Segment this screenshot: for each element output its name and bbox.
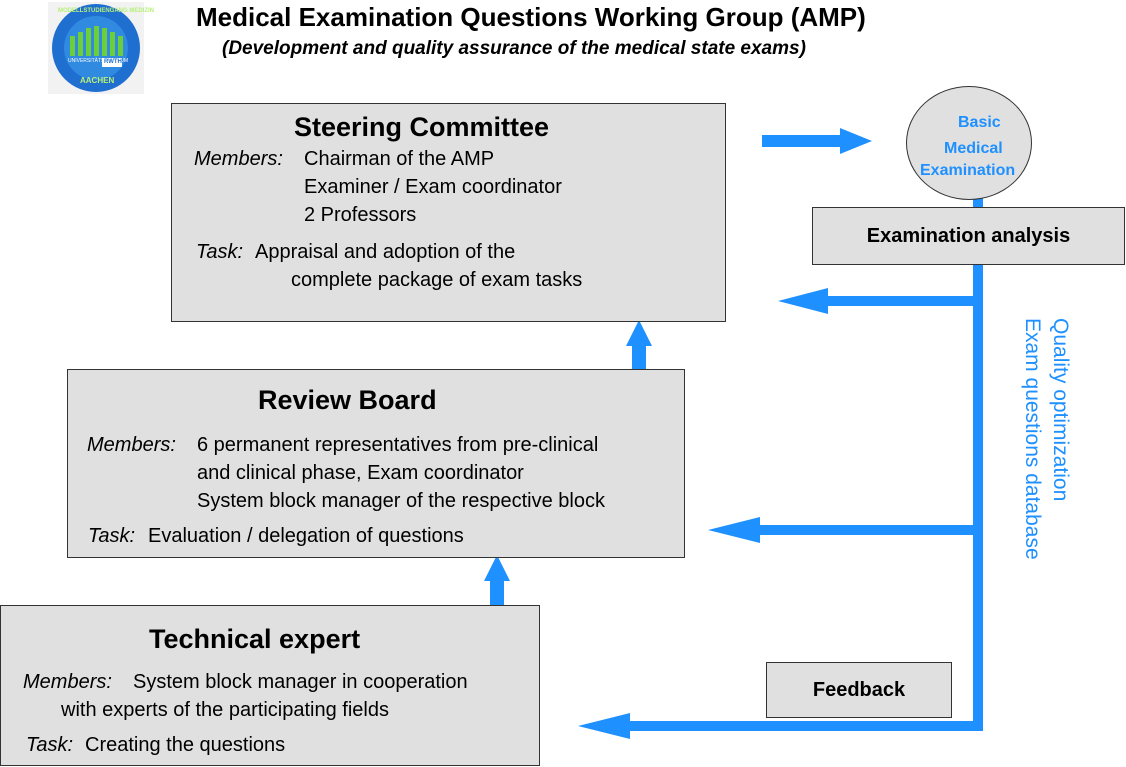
arrow-to-steering xyxy=(805,296,983,306)
steering-task: Appraisal and adoption of the xyxy=(255,241,516,263)
steering-committee-box: Steering Committee Members: Chairman of … xyxy=(171,103,726,322)
exam-circle xyxy=(906,86,1032,200)
arrow-to-expert xyxy=(605,721,983,731)
feedback-box: Feedback xyxy=(766,662,952,718)
review-task: Evaluation / delegation of questions xyxy=(148,525,464,547)
steering-member: 2 Professors xyxy=(304,204,417,226)
expert-task: Creating the questions xyxy=(85,734,286,756)
logo: MODELLSTUDIENGANG MEDIZIN UNIVERSITÄTSKL… xyxy=(48,2,154,94)
arrow-to-exam xyxy=(762,135,846,147)
expert-member: System block manager in cooperation xyxy=(133,671,468,693)
page-subtitle: (Development and quality assurance of th… xyxy=(222,38,806,59)
side-text-database: Exam questions database xyxy=(1021,318,1044,560)
logo-bottom-text: AACHEN xyxy=(80,76,115,85)
expert-members-label: Members: xyxy=(23,671,112,693)
logo-inner-text: UNIVERSITÄTSKLINIKUM xyxy=(68,58,129,64)
review-member: 6 permanent representatives from pre-cli… xyxy=(197,434,599,456)
page-title: Medical Examination Questions Working Gr… xyxy=(196,2,866,32)
review-task-label: Task: xyxy=(88,525,136,547)
arrow-to-review xyxy=(735,525,983,535)
steering-title: Steering Committee xyxy=(294,112,550,142)
logo-emblem xyxy=(52,4,140,92)
steering-member: Chairman of the AMP xyxy=(304,148,495,170)
side-text-quality: Quality optimization xyxy=(1049,318,1072,502)
steering-member: Examiner / Exam coordinator xyxy=(304,176,562,198)
review-members-label: Members: xyxy=(87,434,176,456)
review-title: Review Board xyxy=(258,385,437,415)
exam-circle-line: Medical xyxy=(944,140,1003,157)
expert-task-label: Task: xyxy=(26,734,74,756)
steering-task-label: Task: xyxy=(196,241,244,263)
review-board-box: Review Board Members: 6 permanent repres… xyxy=(67,369,685,558)
review-member: System block manager of the respective b… xyxy=(197,490,605,512)
steering-members-label: Members: xyxy=(194,148,283,170)
exam-circle-line: Examination xyxy=(920,162,1016,179)
examination-analysis-box: Examination analysis xyxy=(812,207,1125,265)
technical-expert-box: Technical expert Members: System block m… xyxy=(0,605,540,766)
expert-member: with experts of the participating fields xyxy=(61,699,389,721)
logo-badge: RWTH xyxy=(104,59,122,65)
review-member: and clinical phase, Exam coordinator xyxy=(197,462,524,484)
feedback-line xyxy=(973,264,983,731)
exam-circle-line: Basic xyxy=(958,114,1001,131)
steering-task: complete package of exam tasks xyxy=(291,269,583,291)
expert-title: Technical expert xyxy=(149,624,361,654)
logo-top-text: MODELLSTUDIENGANG MEDIZIN xyxy=(58,8,154,14)
analysis-connector xyxy=(973,196,983,208)
